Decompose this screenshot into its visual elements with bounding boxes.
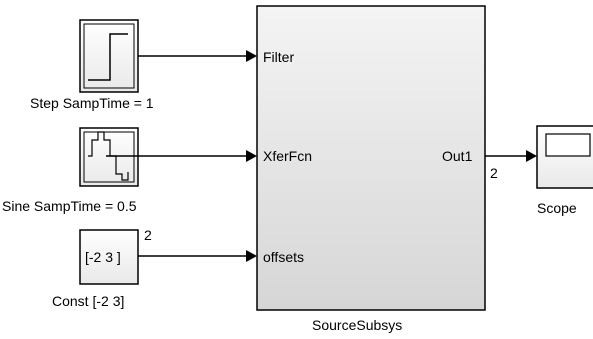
sine-block[interactable] (79, 127, 139, 187)
arrowhead-xferfcn (246, 150, 257, 162)
subsystem-outport-label: Out1 (442, 148, 473, 164)
step-block-inner-frame (83, 23, 135, 89)
sine-block-body[interactable] (79, 127, 139, 187)
const-block[interactable]: [-2 3 ] (79, 229, 139, 285)
arrowhead-filter (246, 50, 257, 62)
sine-block-label: Sine SampTime = 0.5 (2, 198, 137, 214)
subsystem-block[interactable]: Filter XferFcn offsets Out1 (256, 5, 486, 311)
step-block-label: Step SampTime = 1 (30, 95, 154, 111)
sine-icon (88, 131, 129, 181)
step-block[interactable] (79, 19, 139, 93)
scope-block[interactable] (536, 125, 593, 189)
subsystem-output-width-label: 2 (490, 165, 498, 181)
const-block-value: [-2 3 ] (85, 249, 121, 265)
subsystem-inport-offsets-label: offsets (263, 249, 304, 265)
subsystem-inport-filter-label: Filter (263, 49, 294, 65)
scope-block-label: Scope (537, 200, 577, 216)
subsystem-block-body[interactable] (256, 5, 486, 311)
scope-icon (545, 133, 591, 157)
step-block-body[interactable] (79, 19, 139, 93)
const-block-label: Const [-2 3] (52, 293, 124, 309)
arrowhead-scope (526, 150, 537, 162)
subsystem-block-label: SourceSubsys (312, 317, 402, 333)
subsystem-inport-xferfcn-label: XferFcn (263, 148, 312, 164)
arrowhead-offsets (246, 250, 257, 262)
step-icon (88, 33, 128, 81)
const-output-width-label: 2 (144, 227, 152, 243)
const-block-body[interactable] (79, 229, 139, 285)
sine-block-inner-frame (83, 131, 135, 183)
